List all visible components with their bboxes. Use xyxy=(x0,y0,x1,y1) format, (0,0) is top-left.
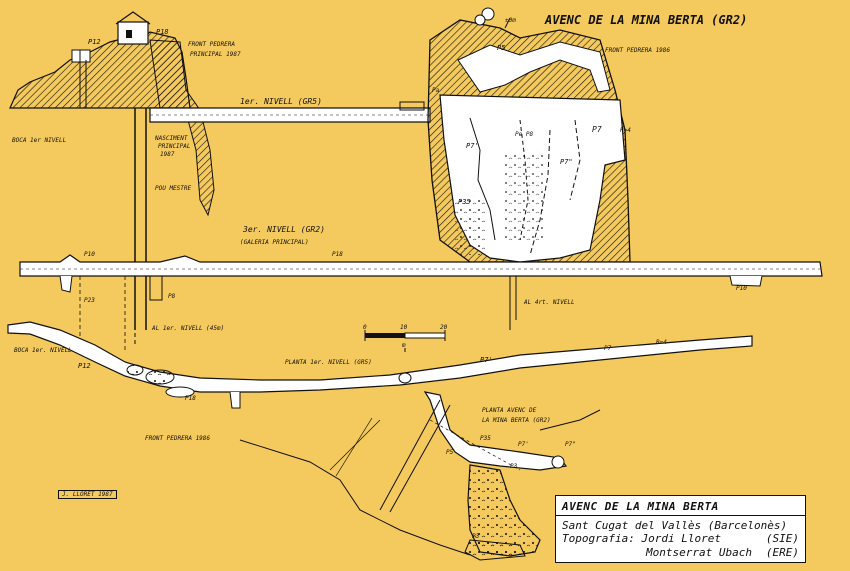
plan-level-1 xyxy=(7,321,753,409)
scale-label-0: 0 xyxy=(363,324,367,331)
cartouche-author1-row: Topografia: Jordi Lloret (SIE) xyxy=(562,532,799,546)
cartouche-topo-label: Topografia: xyxy=(562,532,635,545)
label-p35-plan: P35 xyxy=(480,435,491,442)
label-nasc-2: PRINCIPAL xyxy=(158,143,191,150)
label-p12: P12 xyxy=(88,38,101,46)
author-signature: J. LLORET 1987 xyxy=(58,490,117,499)
zero-mark-label: ±0m xyxy=(505,17,516,24)
label-p5-plan: P5 xyxy=(446,449,454,456)
label-p8-section: P8 xyxy=(168,293,176,300)
label-p12-plan: P12 xyxy=(78,362,91,370)
label-nasc-3: 1987 xyxy=(160,151,175,158)
label-p7: P7 xyxy=(592,125,602,134)
label-front-pedrera-principal-1: FRONT PEDRERA xyxy=(188,41,235,48)
level-3-gallery xyxy=(19,254,823,350)
cartouche-author2-name: Montserrat Ubach xyxy=(646,546,752,559)
label-p3-bottom: P3 xyxy=(472,533,480,540)
label-p5-top: P5 xyxy=(497,44,505,52)
cave-section xyxy=(427,7,631,263)
label-p10-left: P10 xyxy=(84,251,95,258)
shaft-pou-mestre xyxy=(134,108,147,345)
cartouche-author2-group: (ERE) xyxy=(765,546,799,559)
label-boca-plan: BOCA 1er. NIVELL xyxy=(14,347,72,354)
plan-quarry-front-line-right xyxy=(539,409,601,431)
label-r4-top: R=4 xyxy=(620,127,631,134)
cartouche-title: AVENC DE LA MINA BERTA xyxy=(562,500,719,513)
label-planta-avenc-1: PLANTA AVENC DE xyxy=(482,407,537,414)
cartouche-divider xyxy=(556,515,805,516)
label-planta-avenc-2: LA MINA BERTA (GR2) xyxy=(482,417,551,424)
label-p23: P23 xyxy=(84,297,95,304)
label-p7-plan: P7 xyxy=(604,345,612,352)
label-nasc-1: NASCIMENT xyxy=(154,135,188,142)
label-level-3: 3er. NIVELL (GR2) xyxy=(242,225,325,234)
label-p35-section: P35 xyxy=(458,198,471,206)
scale-label-20: 20 xyxy=(440,324,448,331)
cartouche-author1-name: Jordi Lloret xyxy=(641,532,721,545)
label-front-pedrera-1986-top: FRONT PEDRERA 1986 xyxy=(605,47,670,54)
label-p3-plan: P3 xyxy=(510,463,518,470)
label-galeria-principal: (GALERIA PRINCIPAL) xyxy=(240,239,309,246)
label-p7-plan-a: P7' xyxy=(518,441,529,448)
plan-avenc xyxy=(329,391,568,561)
label-al-4t-nivell: AL 4rt. NIVELL xyxy=(523,299,575,306)
scale-unit: m xyxy=(401,342,406,349)
label-front-pedrera-principal-2: PRINCIPAL 1987 xyxy=(190,51,241,58)
label-p7-plan-prime: P7' xyxy=(480,356,493,364)
label-r4-plan: R=4 xyxy=(656,339,667,346)
label-p18-mid: P18 xyxy=(332,251,343,258)
label-planta-level-1: PLANTA 1er. NIVELL (GR5) xyxy=(285,359,372,366)
scale-bar xyxy=(364,330,446,352)
scale-label-10: 10 xyxy=(400,324,408,331)
label-level-1: 1er. NIVELL (GR5) xyxy=(240,97,322,106)
label-p7-dprime: P7" xyxy=(560,158,573,166)
title-cartouche: AVENC DE LA MINA BERTA Sant Cugat del Va… xyxy=(555,495,806,563)
label-p7-prime: P7' xyxy=(466,142,479,150)
label-p10-right: P10 xyxy=(736,285,747,292)
cartouche-author1-group: (SIE) xyxy=(765,532,799,545)
label-al-1r-nivell: AL 1er. NIVELL (45m) xyxy=(151,325,224,332)
label-pou-mestre: POU MESTRE xyxy=(155,185,192,192)
left-quarry-block xyxy=(9,11,215,217)
label-p18-plan: P18 xyxy=(185,395,196,402)
label-p18: P18 xyxy=(156,28,169,36)
label-boca-1r-nivell: BOCA 1er NIVELL xyxy=(12,137,67,144)
plan-quarry-front-line xyxy=(239,439,471,556)
cartouche-location: Sant Cugat del Vallès (Barcelonès) xyxy=(562,519,788,532)
label-pa: Pa xyxy=(432,87,440,94)
cartouche-author2-row: Montserrat Ubach (ERE) xyxy=(562,546,799,560)
label-p7-plan-b: P7" xyxy=(565,441,576,448)
label-front-pedrera-1986-plan: FRONT PEDRERA 1986 xyxy=(145,435,210,442)
main-title: AVENC DE LA MINA BERTA (GR2) xyxy=(544,13,747,27)
label-pe-p8: Pe P8 xyxy=(515,131,533,138)
